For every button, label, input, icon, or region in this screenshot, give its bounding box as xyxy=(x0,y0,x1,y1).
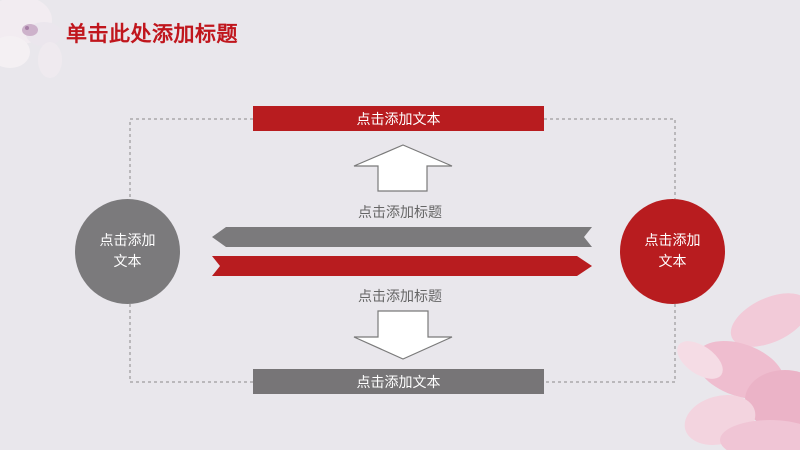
top-text-box-label: 点击添加文本 xyxy=(356,111,441,128)
dashed-connector xyxy=(129,118,676,383)
right-circle-label: 点击添加文本 xyxy=(644,232,701,270)
bottom-text-box-label: 点击添加文本 xyxy=(356,374,441,391)
top-text-box[interactable]: 点击添加文本 xyxy=(253,106,544,131)
flower-top-left-image xyxy=(0,0,62,78)
middle-label-top[interactable]: 点击添加标题 xyxy=(358,205,442,221)
left-ribbon-arrow xyxy=(212,227,592,247)
up-arrow-icon xyxy=(353,144,453,192)
bottom-text-box[interactable]: 点击添加文本 xyxy=(253,369,544,394)
flower-bottom-right-image xyxy=(677,293,800,450)
right-ribbon-arrow xyxy=(212,256,592,276)
middle-label-bottom[interactable]: 点击添加标题 xyxy=(358,289,442,305)
slide-title[interactable]: 单击此处添加标题 xyxy=(66,22,238,46)
left-circle[interactable]: 点击添加文本 xyxy=(75,199,180,304)
down-arrow-icon xyxy=(353,310,453,360)
left-circle-label: 点击添加文本 xyxy=(99,232,156,270)
right-circle[interactable]: 点击添加文本 xyxy=(620,199,725,304)
